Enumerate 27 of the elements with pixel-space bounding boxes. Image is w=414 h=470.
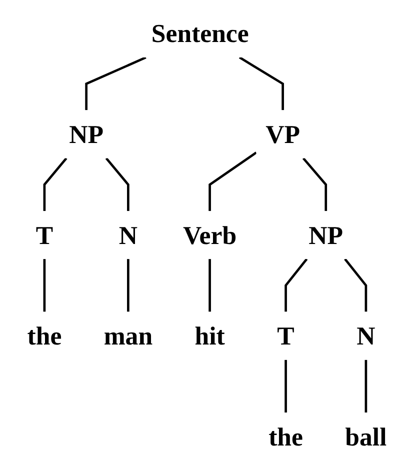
- node-text: T: [36, 220, 54, 250]
- connector: [238, 56, 284, 110]
- connector: [208, 152, 257, 211]
- node-text: Sentence: [151, 18, 249, 48]
- node-text: NP: [69, 120, 104, 149]
- connector: [344, 258, 368, 312]
- connector: [105, 157, 130, 211]
- connector: [85, 56, 146, 110]
- connector: [364, 360, 368, 413]
- node-text: hit: [194, 321, 225, 350]
- node-text: the: [268, 422, 303, 452]
- node-text: VP: [266, 120, 300, 149]
- connector: [43, 157, 68, 211]
- connector: [284, 360, 287, 413]
- node-text: NP: [308, 220, 344, 250]
- node-text: T: [277, 321, 294, 350]
- node-text: the: [27, 321, 62, 350]
- connector: [302, 157, 328, 211]
- node-text: ball: [345, 422, 387, 452]
- connector: [284, 258, 308, 312]
- node-text: man: [104, 321, 153, 350]
- node-text: N: [118, 220, 138, 250]
- node-text: N: [356, 321, 376, 350]
- connector: [208, 259, 211, 312]
- connector: [43, 259, 46, 312]
- node-text: Verb: [183, 220, 237, 250]
- connector: [127, 259, 130, 312]
